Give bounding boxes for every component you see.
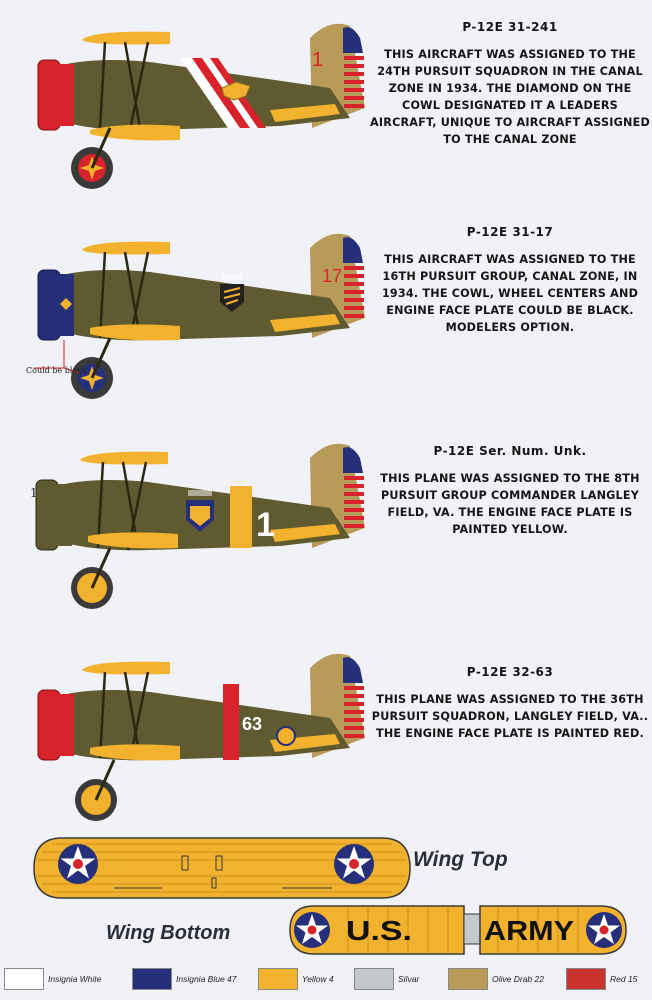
aircraft-profile-1: 1 xyxy=(37,23,365,189)
wing-top-plan xyxy=(33,837,411,899)
roundel-left xyxy=(58,844,98,884)
wing-marking-us: U.S. xyxy=(346,915,412,946)
engine-cowl xyxy=(35,479,59,551)
group-emblem xyxy=(186,490,214,532)
squadron-emblem xyxy=(276,726,296,746)
wing-top-label: Wing Top xyxy=(413,848,508,871)
aircraft-description: This plane was assigned to the 8th Pursu… xyxy=(380,472,640,536)
fuselage-number: 63 xyxy=(242,714,262,734)
legend-swatch xyxy=(258,968,298,990)
aircraft-profile-4: 63 xyxy=(37,653,365,821)
tail-number: 1 xyxy=(312,49,323,71)
wing-bottom-label: Wing Bottom xyxy=(106,922,231,944)
roundel-right xyxy=(334,844,374,884)
nose-number: 1 xyxy=(30,486,38,500)
caption-4: P-12E 32-63 This plane was assigned to t… xyxy=(370,665,650,742)
roundel-left xyxy=(294,912,330,948)
legend-swatch xyxy=(132,968,172,990)
tail-number: 17 xyxy=(322,266,342,286)
could-be-black-note: Could be black xyxy=(26,366,87,375)
aircraft-profile-3: 1 xyxy=(35,443,365,609)
aircraft-title: P-12E 31-17 xyxy=(466,225,554,239)
legend-swatch xyxy=(354,968,394,990)
wing-marking-army: ARMY xyxy=(484,915,574,946)
engine-cowl xyxy=(37,689,61,761)
roundel-right xyxy=(586,912,622,948)
legend-swatch xyxy=(448,968,488,990)
cowl-diamond xyxy=(60,298,72,310)
rudder-stripes xyxy=(343,237,364,318)
fuselage-number: 1 xyxy=(256,506,275,544)
fuselage-band xyxy=(230,486,252,548)
rudder-stripes xyxy=(343,657,364,738)
aircraft-title: P-12E Ser. Num. Unk. xyxy=(433,444,587,458)
aircraft-description: This plane was assigned to the 36th Purs… xyxy=(371,693,649,740)
legend-swatch xyxy=(566,968,606,990)
aircraft-description: This aircraft was assigned to the 24th P… xyxy=(370,48,650,146)
caption-2: P-12E 31-17 This aircraft was assigned t… xyxy=(370,225,650,336)
engine-cowl xyxy=(37,59,61,131)
squadron-emblem xyxy=(221,81,251,101)
aircraft-title: P-12E 32-63 xyxy=(466,665,554,679)
wing-bottom-plan: U.S. ARMY xyxy=(289,905,627,955)
rudder-stripes xyxy=(343,27,364,108)
rudder-stripes xyxy=(343,447,364,528)
aircraft-title: P-12E 31-241 xyxy=(462,20,558,34)
legend-label: Red 15 xyxy=(610,974,638,984)
legend-label: Olive Drab 22 xyxy=(492,974,544,984)
caption-3: P-12E Ser. Num. Unk. This plane was assi… xyxy=(370,444,650,538)
color-legend: Insignia White Insignia Blue 47 Yellow 4… xyxy=(0,958,652,1000)
squadron-emblem xyxy=(220,274,244,312)
caption-1: P-12E 31-241 This aircraft was assigned … xyxy=(370,20,650,148)
legend-label: Insignia White xyxy=(48,974,102,984)
fuselage-band xyxy=(223,684,239,760)
engine-cowl xyxy=(37,269,61,341)
aircraft-description: This aircraft was assigned to the 16th P… xyxy=(381,253,639,334)
aircraft-profile-2: 17 xyxy=(34,233,365,399)
legend-label: Silvar xyxy=(398,974,420,984)
legend-label: Insignia Blue 47 xyxy=(176,974,237,984)
legend-label: Yellow 4 xyxy=(302,974,334,984)
legend-swatch xyxy=(4,968,44,990)
